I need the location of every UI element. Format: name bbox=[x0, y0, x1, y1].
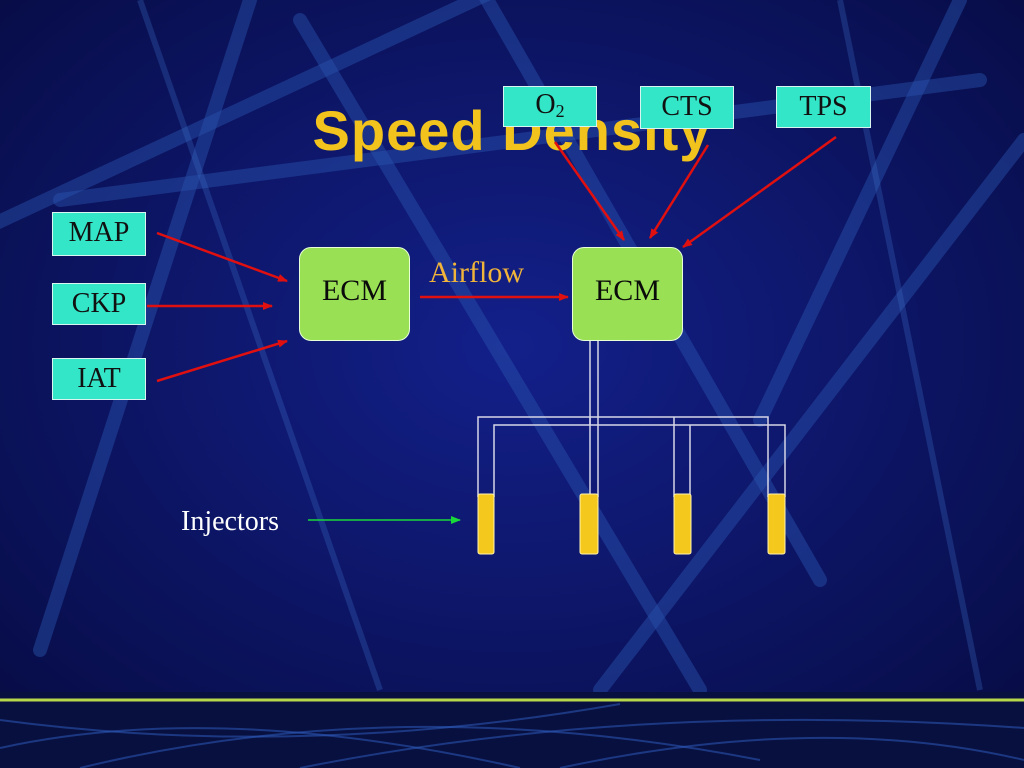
cts-sensor-label: CTS bbox=[661, 91, 713, 122]
ckp-sensor-box: CKP bbox=[52, 283, 146, 325]
injectors-label: Injectors bbox=[181, 506, 279, 537]
ckp-sensor-label: CKP bbox=[71, 288, 127, 319]
arrow-tps-to-ecm bbox=[682, 135, 837, 249]
injector-1 bbox=[477, 493, 495, 555]
airflow-label: Airflow bbox=[429, 256, 524, 289]
o2-sensor-box: O2 bbox=[503, 86, 597, 127]
ecm-right-label: ECM bbox=[594, 274, 660, 307]
iat-sensor-box: IAT bbox=[52, 358, 146, 400]
cts-sensor-box: CTS bbox=[640, 86, 734, 129]
tps-sensor-box: TPS bbox=[776, 86, 871, 128]
o2-sensor-label: O bbox=[535, 89, 556, 120]
ecm-left-label: ECM bbox=[321, 274, 387, 307]
arrow-o2-to-ecm bbox=[553, 141, 626, 241]
o2-sensor-subscript: 2 bbox=[555, 101, 565, 121]
arrow-iat-to-ecm bbox=[156, 339, 288, 383]
tps-sensor-label: TPS bbox=[799, 91, 848, 122]
injector-3 bbox=[673, 493, 692, 555]
map-sensor-label: MAP bbox=[68, 217, 130, 248]
injector-wiring bbox=[477, 340, 786, 497]
ecm-right-box: ECM bbox=[572, 247, 683, 341]
arrow-cts-to-ecm bbox=[648, 144, 710, 239]
map-sensor-box: MAP bbox=[52, 212, 146, 256]
injector-4 bbox=[767, 493, 786, 555]
ecm-left-box: ECM bbox=[299, 247, 410, 341]
injector-2 bbox=[579, 493, 599, 555]
arrow-map-to-ecm bbox=[156, 231, 288, 283]
iat-sensor-label: IAT bbox=[77, 363, 121, 394]
